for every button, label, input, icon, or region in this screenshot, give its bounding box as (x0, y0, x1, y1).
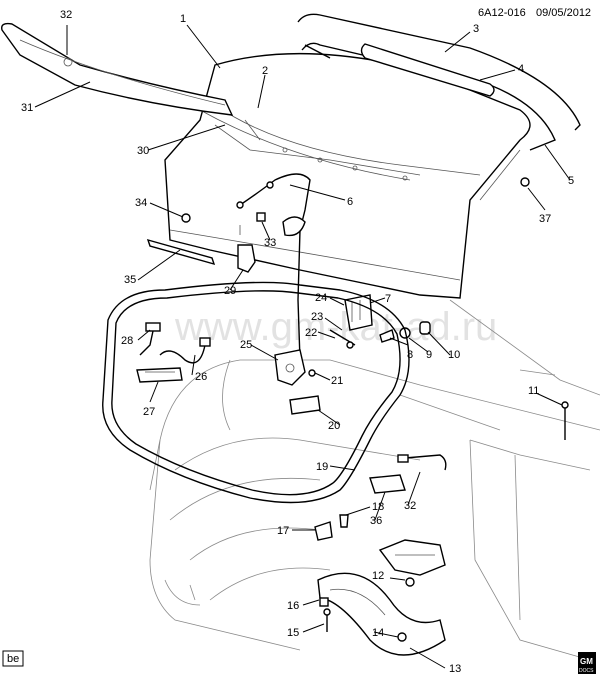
logo-bottom: DOCS (579, 668, 594, 674)
callout-19: 19 (316, 461, 328, 473)
nut-37 (520, 177, 530, 187)
callout-20: 20 (328, 420, 340, 432)
fastener-34 (181, 213, 191, 223)
harness-26 (159, 337, 211, 364)
fastener-33 (239, 212, 266, 235)
callout-5: 5 (568, 175, 574, 187)
callout-14: 14 (372, 627, 384, 639)
callout-31: 31 (21, 102, 33, 114)
callout-21: 21 (331, 375, 343, 387)
spacer-16 (319, 597, 329, 607)
callout-7: 7 (385, 293, 391, 305)
bumper-17 (314, 521, 333, 541)
latch-25 (274, 349, 306, 386)
callout-1: 1 (180, 13, 186, 25)
callout-8: 8 (407, 349, 413, 361)
callout-12: 12 (372, 570, 384, 582)
connector-28 (139, 322, 161, 356)
trim-strip (360, 43, 495, 97)
callout-2: 2 (262, 65, 268, 77)
callout-18: 18 (372, 501, 384, 513)
watermark: www.gm-kat-ad.ru (174, 305, 497, 349)
callout-32-lower: 32 (404, 500, 416, 512)
callout-4: 4 (518, 63, 524, 75)
callout-35: 35 (124, 274, 136, 286)
callout-10: 10 (448, 349, 460, 361)
bushing-8 (379, 329, 395, 343)
footer-tag-text: be (7, 653, 19, 665)
callout-11: 11 (528, 385, 539, 397)
leader-lines (34, 24, 571, 669)
callout-13: 13 (449, 663, 461, 675)
callout-6: 6 (347, 196, 353, 208)
clip-18 (339, 514, 349, 528)
vehicle-body-outline (149, 299, 600, 661)
callout-23: 23 (311, 311, 323, 323)
callout-24: 24 (315, 292, 327, 304)
callout-27: 27 (143, 406, 155, 418)
bumper-10 (419, 321, 431, 335)
weatherstrip-piece (146, 238, 216, 266)
trunk-lid (164, 52, 531, 299)
callout-9: 9 (426, 349, 432, 361)
striker-20 (289, 395, 321, 415)
logo-top: GM (580, 657, 593, 666)
hinge-arm-13 (317, 572, 446, 656)
footer-tag: be (2, 650, 24, 667)
weatherstrip-seal (102, 281, 410, 504)
callout-15: 15 (287, 627, 299, 639)
callout-3: 3 (473, 23, 479, 35)
callout-30: 30 (137, 145, 149, 157)
license-lamp-27 (136, 367, 183, 383)
callout-26: 26 (195, 371, 207, 383)
bushing-9 (399, 327, 411, 339)
callout-25: 25 (240, 339, 252, 351)
diagram-date: 09/05/2012 (536, 7, 591, 19)
callout-17: 17 (277, 525, 289, 537)
callout-34: 34 (135, 197, 147, 209)
nut-14 (397, 632, 407, 642)
callout-32: 32 (60, 9, 72, 21)
release-cable (236, 173, 311, 361)
rod-clip (329, 329, 356, 349)
callout-29: 29 (224, 285, 236, 297)
lamp-36 (369, 474, 406, 494)
callout-16: 16 (287, 600, 299, 612)
harness-32 (397, 454, 447, 471)
callout-37: 37 (539, 213, 551, 225)
callout-28: 28 (121, 335, 133, 347)
callout-labels: 1 2 3 4 5 6 7 8 9 10 11 12 13 14 15 16 1… (21, 9, 574, 675)
bolt-15 (323, 608, 331, 632)
fastener-21 (308, 369, 316, 377)
hinge-12 (378, 539, 446, 587)
callout-22: 22 (305, 327, 317, 339)
callout-33: 33 (264, 237, 276, 249)
actuator-24 (344, 294, 373, 331)
rear-spoiler (1, 22, 234, 116)
gm-docs-logo: GM DOCS (578, 652, 596, 674)
callout-36: 36 (370, 515, 382, 527)
handle-housing (282, 216, 306, 237)
diagram-code: 6A12-016 (478, 7, 526, 19)
bracket-29 (237, 244, 256, 273)
